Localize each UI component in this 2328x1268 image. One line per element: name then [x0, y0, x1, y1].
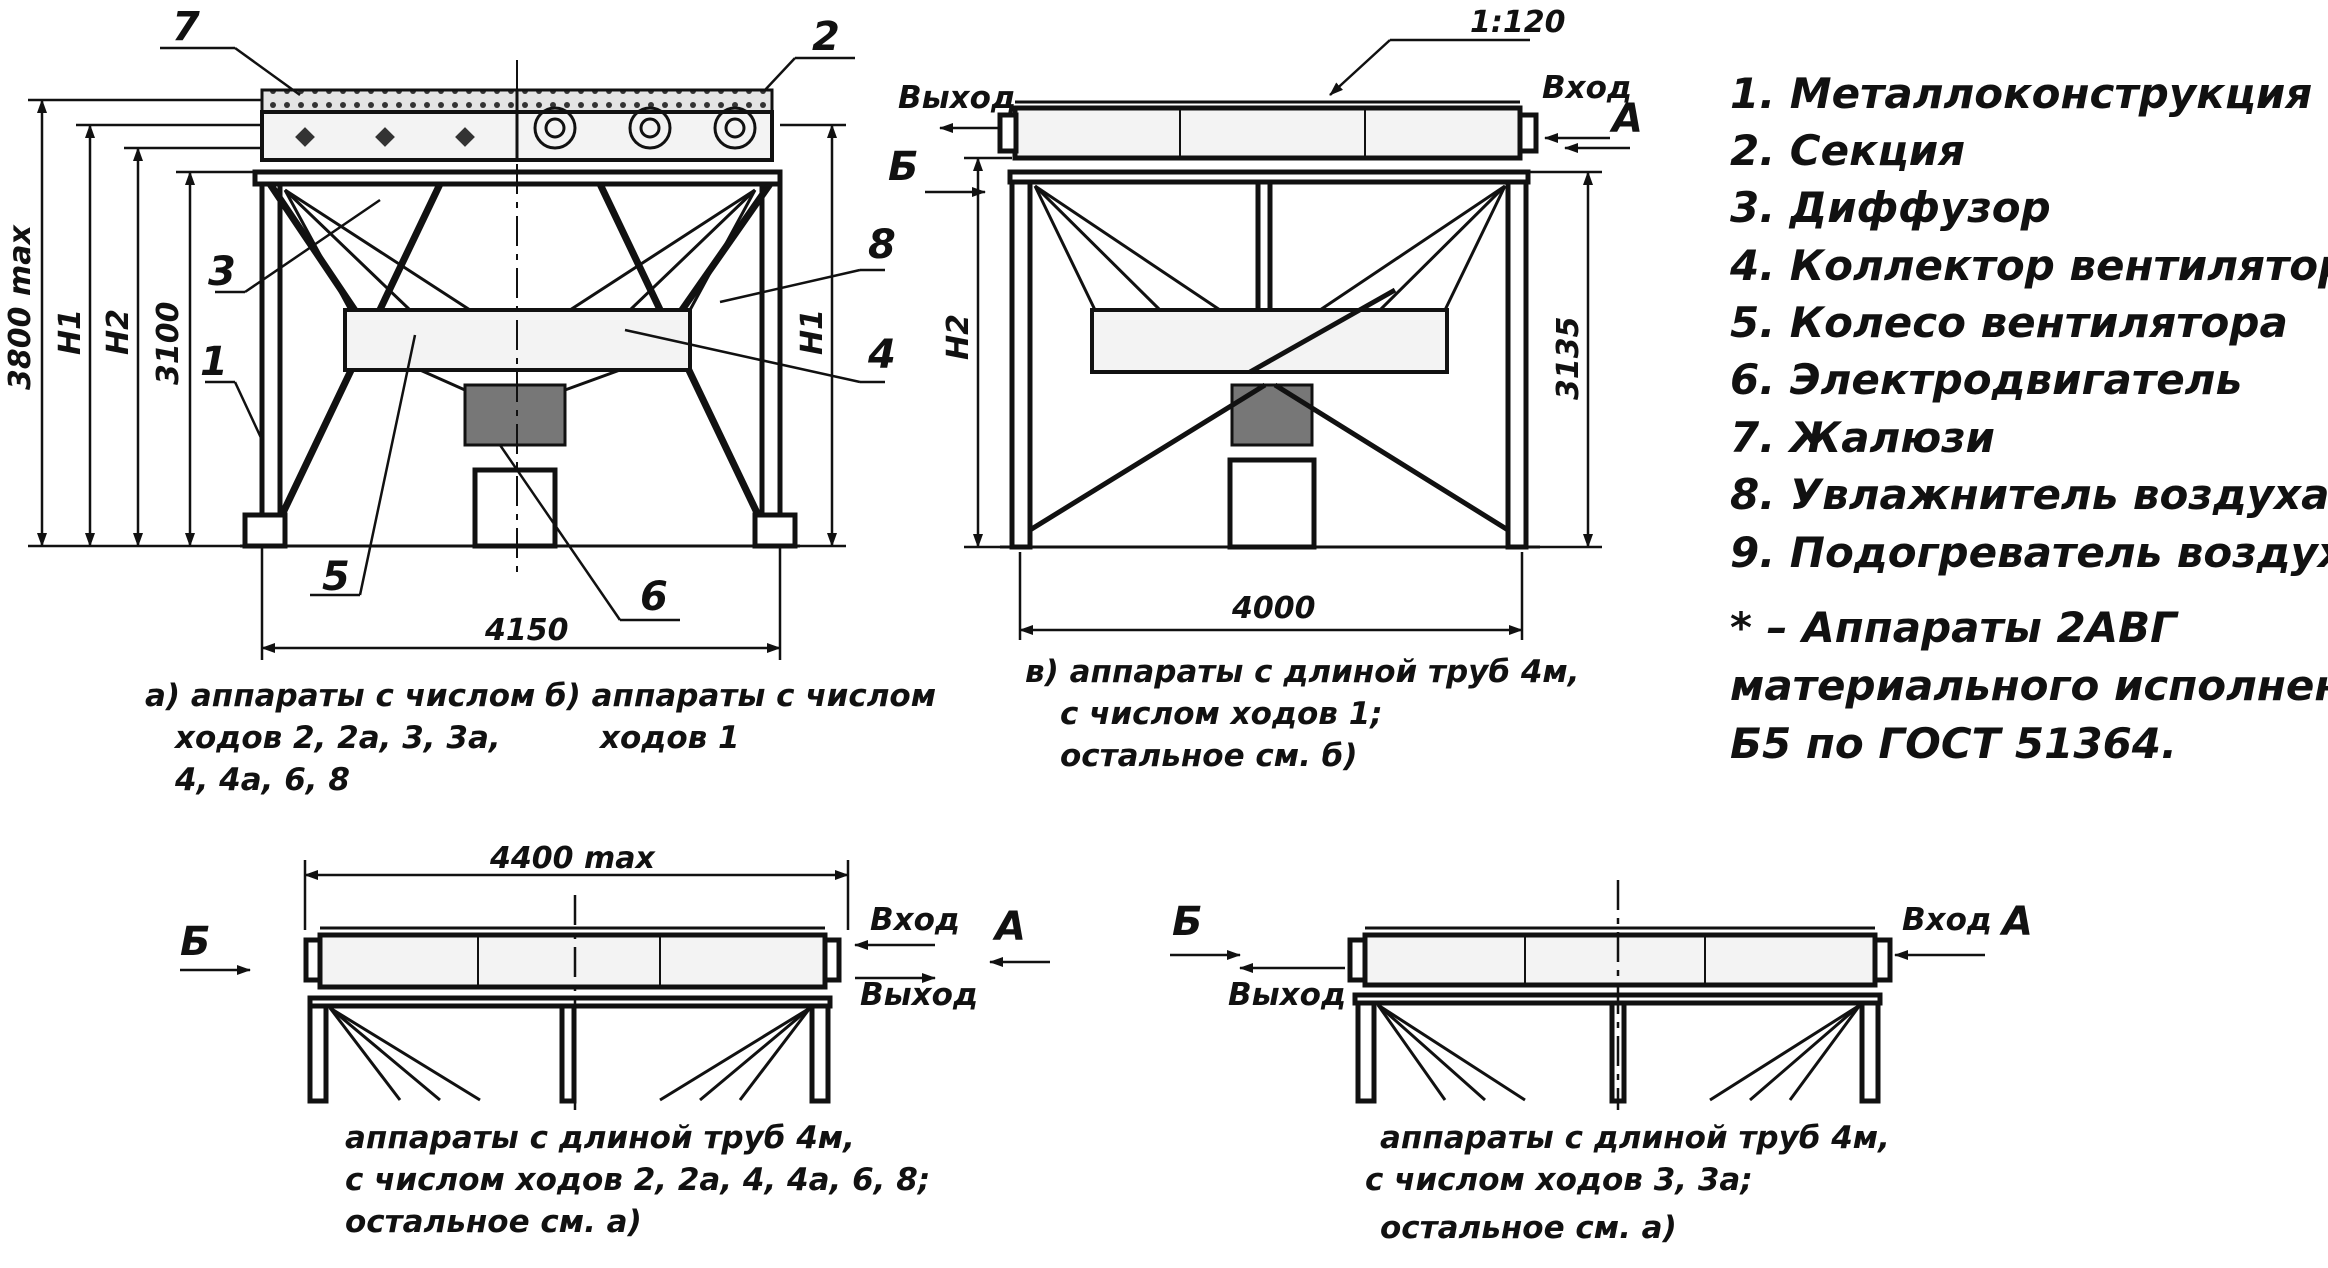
dim-4000: 4000 — [1231, 591, 1316, 626]
dim-3135: 3135 — [1551, 317, 1586, 401]
legend-item: 3. Диффузор — [1730, 183, 2051, 232]
arrow-a-label: А — [1999, 899, 2033, 945]
section-tube-bundle — [1012, 105, 1523, 161]
view-b-elevation — [997, 100, 1540, 550]
view-a-caption-b: б) аппараты с числом ходов 1 — [545, 678, 936, 756]
legend-item: 4. Коллектор вентилятора — [1729, 241, 2328, 290]
svg-text:остальное см. а): остальное см. а) — [345, 1204, 642, 1240]
view-b-caption: в) аппараты с длиной труб 4м, с числом х… — [1025, 654, 1580, 774]
svg-text:аппараты с длиной труб 4м,: аппараты с длиной труб 4м, — [345, 1120, 855, 1156]
legend-item: 6. Электродвигатель — [1730, 355, 2242, 404]
legend-item: 8. Увлажнитель воздуха — [1730, 470, 2328, 519]
svg-text:аппараты с длиной труб 4м,: аппараты с длиной труб 4м, — [1380, 1120, 1890, 1156]
motor — [1230, 383, 1314, 447]
section-tube-bundle — [317, 932, 828, 990]
motor — [463, 383, 567, 447]
pedestal — [472, 467, 558, 549]
view-d-arrows — [1170, 880, 1985, 1110]
callout-5: 5 — [322, 554, 350, 600]
diffuser-cone — [283, 188, 757, 312]
view-a-leaders — [160, 46, 885, 622]
callout-2: 2 — [812, 14, 840, 60]
svg-text:4, 4а, 6, 8: 4, 4а, 6, 8 — [174, 762, 350, 798]
view-c-caption: аппараты с длиной труб 4м, с числом ходо… — [345, 1120, 930, 1240]
column-left — [259, 181, 283, 549]
inlet-label: Вход — [870, 902, 960, 938]
diffuser-cone — [1033, 184, 1507, 312]
dim-4400-max: 4400 max — [489, 841, 656, 876]
svg-text:остальное см. б): остальное см. б) — [1060, 738, 1358, 774]
inlet-label: Вход — [1542, 70, 1632, 106]
svg-text:с числом ходов 2, 2а, 4, 4а, 6: с числом ходов 2, 2а, 4, 4а, 6, 8; — [345, 1162, 930, 1198]
callout-6: 6 — [640, 574, 668, 620]
slope-label: 1:120 — [1470, 5, 1566, 40]
svg-text:ходов 1: ходов 1 — [598, 720, 740, 756]
svg-text:остальное см. а): остальное см. а) — [1380, 1210, 1677, 1246]
arrow-b-label: Б — [180, 919, 211, 965]
arrow-b-label: Б — [888, 144, 919, 190]
view-a-caption-a: а) аппараты с числом ходов 2, 2а, 3, 3а,… — [145, 678, 535, 798]
legend-note: Б5 по ГОСТ 51364. — [1730, 719, 2177, 768]
column-right — [1505, 179, 1529, 550]
outlet-label: Выход — [898, 80, 1016, 116]
dim-4150: 4150 — [484, 613, 569, 648]
view-c-dimensions — [180, 860, 1050, 1110]
view-a-elevation — [240, 60, 800, 580]
callout-8: 8 — [868, 222, 896, 268]
view-d-elevation — [1347, 926, 1893, 1104]
legend-item: 7. Жалюзи — [1730, 413, 1995, 462]
dim-h2: H2 — [941, 314, 976, 360]
inlet-label: Вход — [1902, 902, 1992, 938]
section-tube-bundle — [1362, 932, 1878, 988]
callout-1: 1 — [200, 339, 228, 385]
arrow-a-label: А — [992, 904, 1026, 950]
svg-text:ходов 2, 2а, 3, 3а,: ходов 2, 2а, 3, 3а, — [173, 720, 501, 756]
fan-circles — [533, 106, 757, 150]
view-b-dimensions — [925, 38, 1630, 640]
svg-text:в) аппараты с длиной труб 4м,: в) аппараты с длиной труб 4м, — [1025, 654, 1580, 690]
svg-text:с числом ходов 1;: с числом ходов 1; — [1060, 696, 1383, 732]
legend-item: 1. Металлоконструкция — [1730, 69, 2312, 118]
legend-item: 2. Секция — [1730, 126, 1965, 175]
dim-h2: H2 — [101, 309, 136, 355]
legend: 1. Металлоконструкция 2. Секция 3. Диффу… — [1729, 69, 2328, 768]
legend-note: материального исполнения — [1730, 661, 2328, 710]
dim-height-max: 3800 max — [3, 224, 38, 390]
view-c-elevation — [303, 926, 842, 1104]
dim-3100: 3100 — [151, 302, 186, 386]
outlet-label: Выход — [860, 977, 978, 1013]
legend-note: * – Аппараты 2АВГ — [1730, 603, 2179, 652]
arrow-a-label: А — [1609, 96, 1643, 142]
svg-text:б) аппараты с числом: б) аппараты с числом — [545, 678, 936, 714]
svg-text:с числом ходов 3, 3а;: с числом ходов 3, 3а; — [1365, 1162, 1753, 1198]
louver-markers — [295, 127, 475, 147]
svg-text:а) аппараты с числом: а) аппараты с числом — [145, 678, 535, 714]
legend-item: 5. Колесо вентилятора — [1730, 298, 2288, 347]
cross-braces — [1028, 287, 1510, 533]
column-left — [1009, 179, 1033, 550]
view-a-dimensions — [28, 98, 846, 660]
pedestal — [1227, 457, 1317, 550]
callout-7: 7 — [172, 4, 200, 50]
column-right — [759, 181, 783, 549]
dim-h1-left: H1 — [53, 309, 88, 355]
callout-4: 4 — [867, 332, 896, 378]
view-d-caption: аппараты с длиной труб 4м, с числом ходо… — [1365, 1120, 1890, 1246]
legend-item: 9. Подогреватель воздуха — [1730, 528, 2328, 577]
arrow-b-label: Б — [1172, 899, 1203, 945]
dim-h1-right: H1 — [795, 309, 830, 355]
callout-3: 3 — [208, 249, 236, 295]
outlet-label: Выход — [1228, 977, 1346, 1013]
